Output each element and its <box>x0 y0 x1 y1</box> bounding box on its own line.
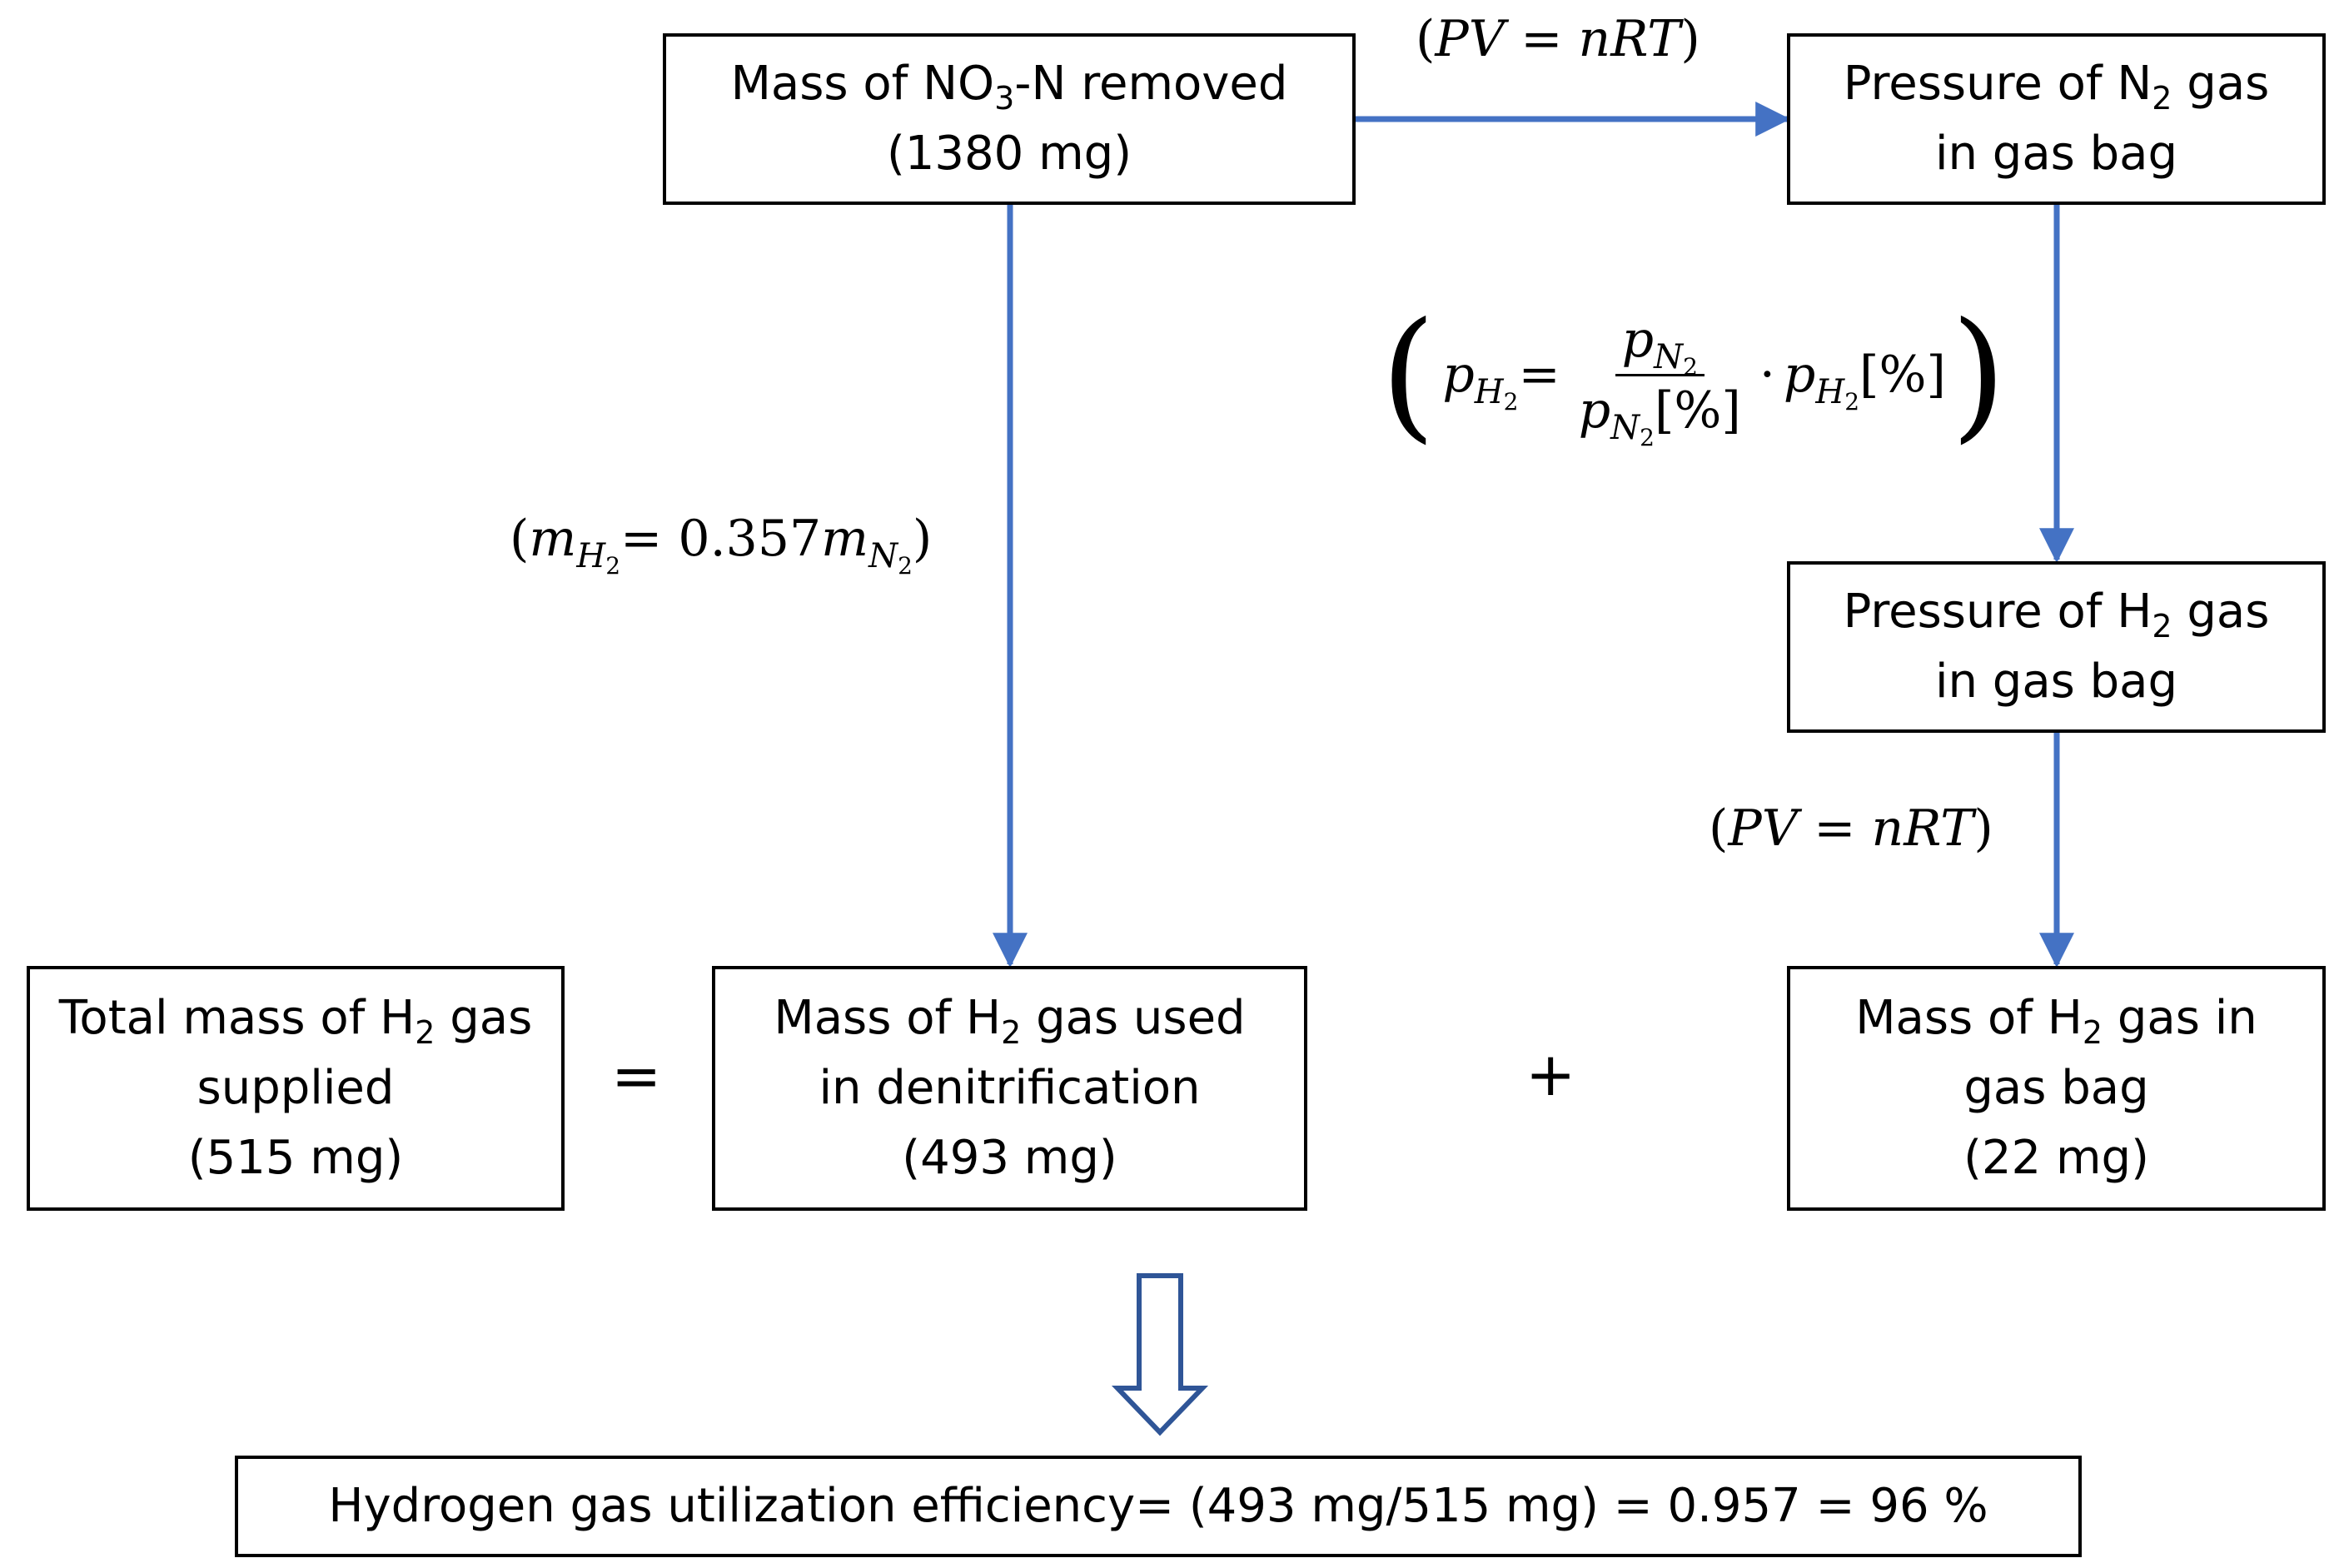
box-h2-pressure-line2: in gas bag <box>1934 655 2178 709</box>
box-h2-used-value: (493 mg) <box>902 1131 1117 1185</box>
box-total-h2-line2: supplied <box>197 1061 395 1115</box>
box-h2-used: Mass of H2 gas used in denitrification (… <box>712 966 1307 1211</box>
box-h2-bag: Mass of H2 gas in gas bag (22 mg) <box>1787 966 2326 1211</box>
box-total-h2-value: (515 mg) <box>187 1131 404 1185</box>
box-no3-removed-label: Mass of NO3-N removed <box>730 57 1288 117</box>
hollow-down-arrow <box>1111 1273 1209 1436</box>
equals-sign: = <box>611 1041 662 1111</box>
box-h2-bag-line2: gas bag <box>1963 1061 2149 1115</box>
box-no3-removed-value: (1380 mg) <box>886 127 1132 181</box>
box-h2-pressure-label: Pressure of H2 gas <box>1843 585 2270 645</box>
box-no3-removed: Mass of NO3-N removed (1380 mg) <box>663 33 1356 205</box>
box-n2-pressure-label: Pressure of N2 gas <box>1843 57 2270 117</box>
box-efficiency-text: Hydrogen gas utilization efficiency= (49… <box>328 1479 1988 1533</box>
box-h2-used-label: Mass of H2 gas used <box>774 991 1246 1051</box>
equation-pressure-ratio: ( pH2 = pN2 pN2[%] · pH2[%] ) <box>1381 292 2007 457</box>
plus-sign: + <box>1525 1039 1576 1109</box>
box-h2-bag-value: (22 mg) <box>1963 1131 2149 1185</box>
box-h2-used-line2: in denitrification <box>819 1061 1201 1115</box>
equation-ideal-gas-right: (PV = nRT) <box>1709 799 1993 858</box>
box-total-h2: Total mass of H2 gas supplied (515 mg) <box>27 966 565 1211</box>
box-h2-pressure: Pressure of H2 gas in gas bag <box>1787 561 2326 733</box>
box-h2-bag-label: Mass of H2 gas in <box>1855 991 2257 1051</box>
box-n2-pressure: Pressure of N2 gas in gas bag <box>1787 33 2326 205</box>
pressure-fraction: pN2 pN2[%] <box>1578 310 1741 451</box>
equation-mass-ratio: (mH2= 0.357mN2) <box>510 510 933 580</box>
box-efficiency: Hydrogen gas utilization efficiency= (49… <box>235 1456 2082 1557</box>
equation-ideal-gas-top: (PV = nRT) <box>1416 10 1700 68</box>
box-total-h2-label: Total mass of H2 gas <box>58 991 533 1051</box>
box-n2-pressure-line2: in gas bag <box>1934 127 2178 181</box>
